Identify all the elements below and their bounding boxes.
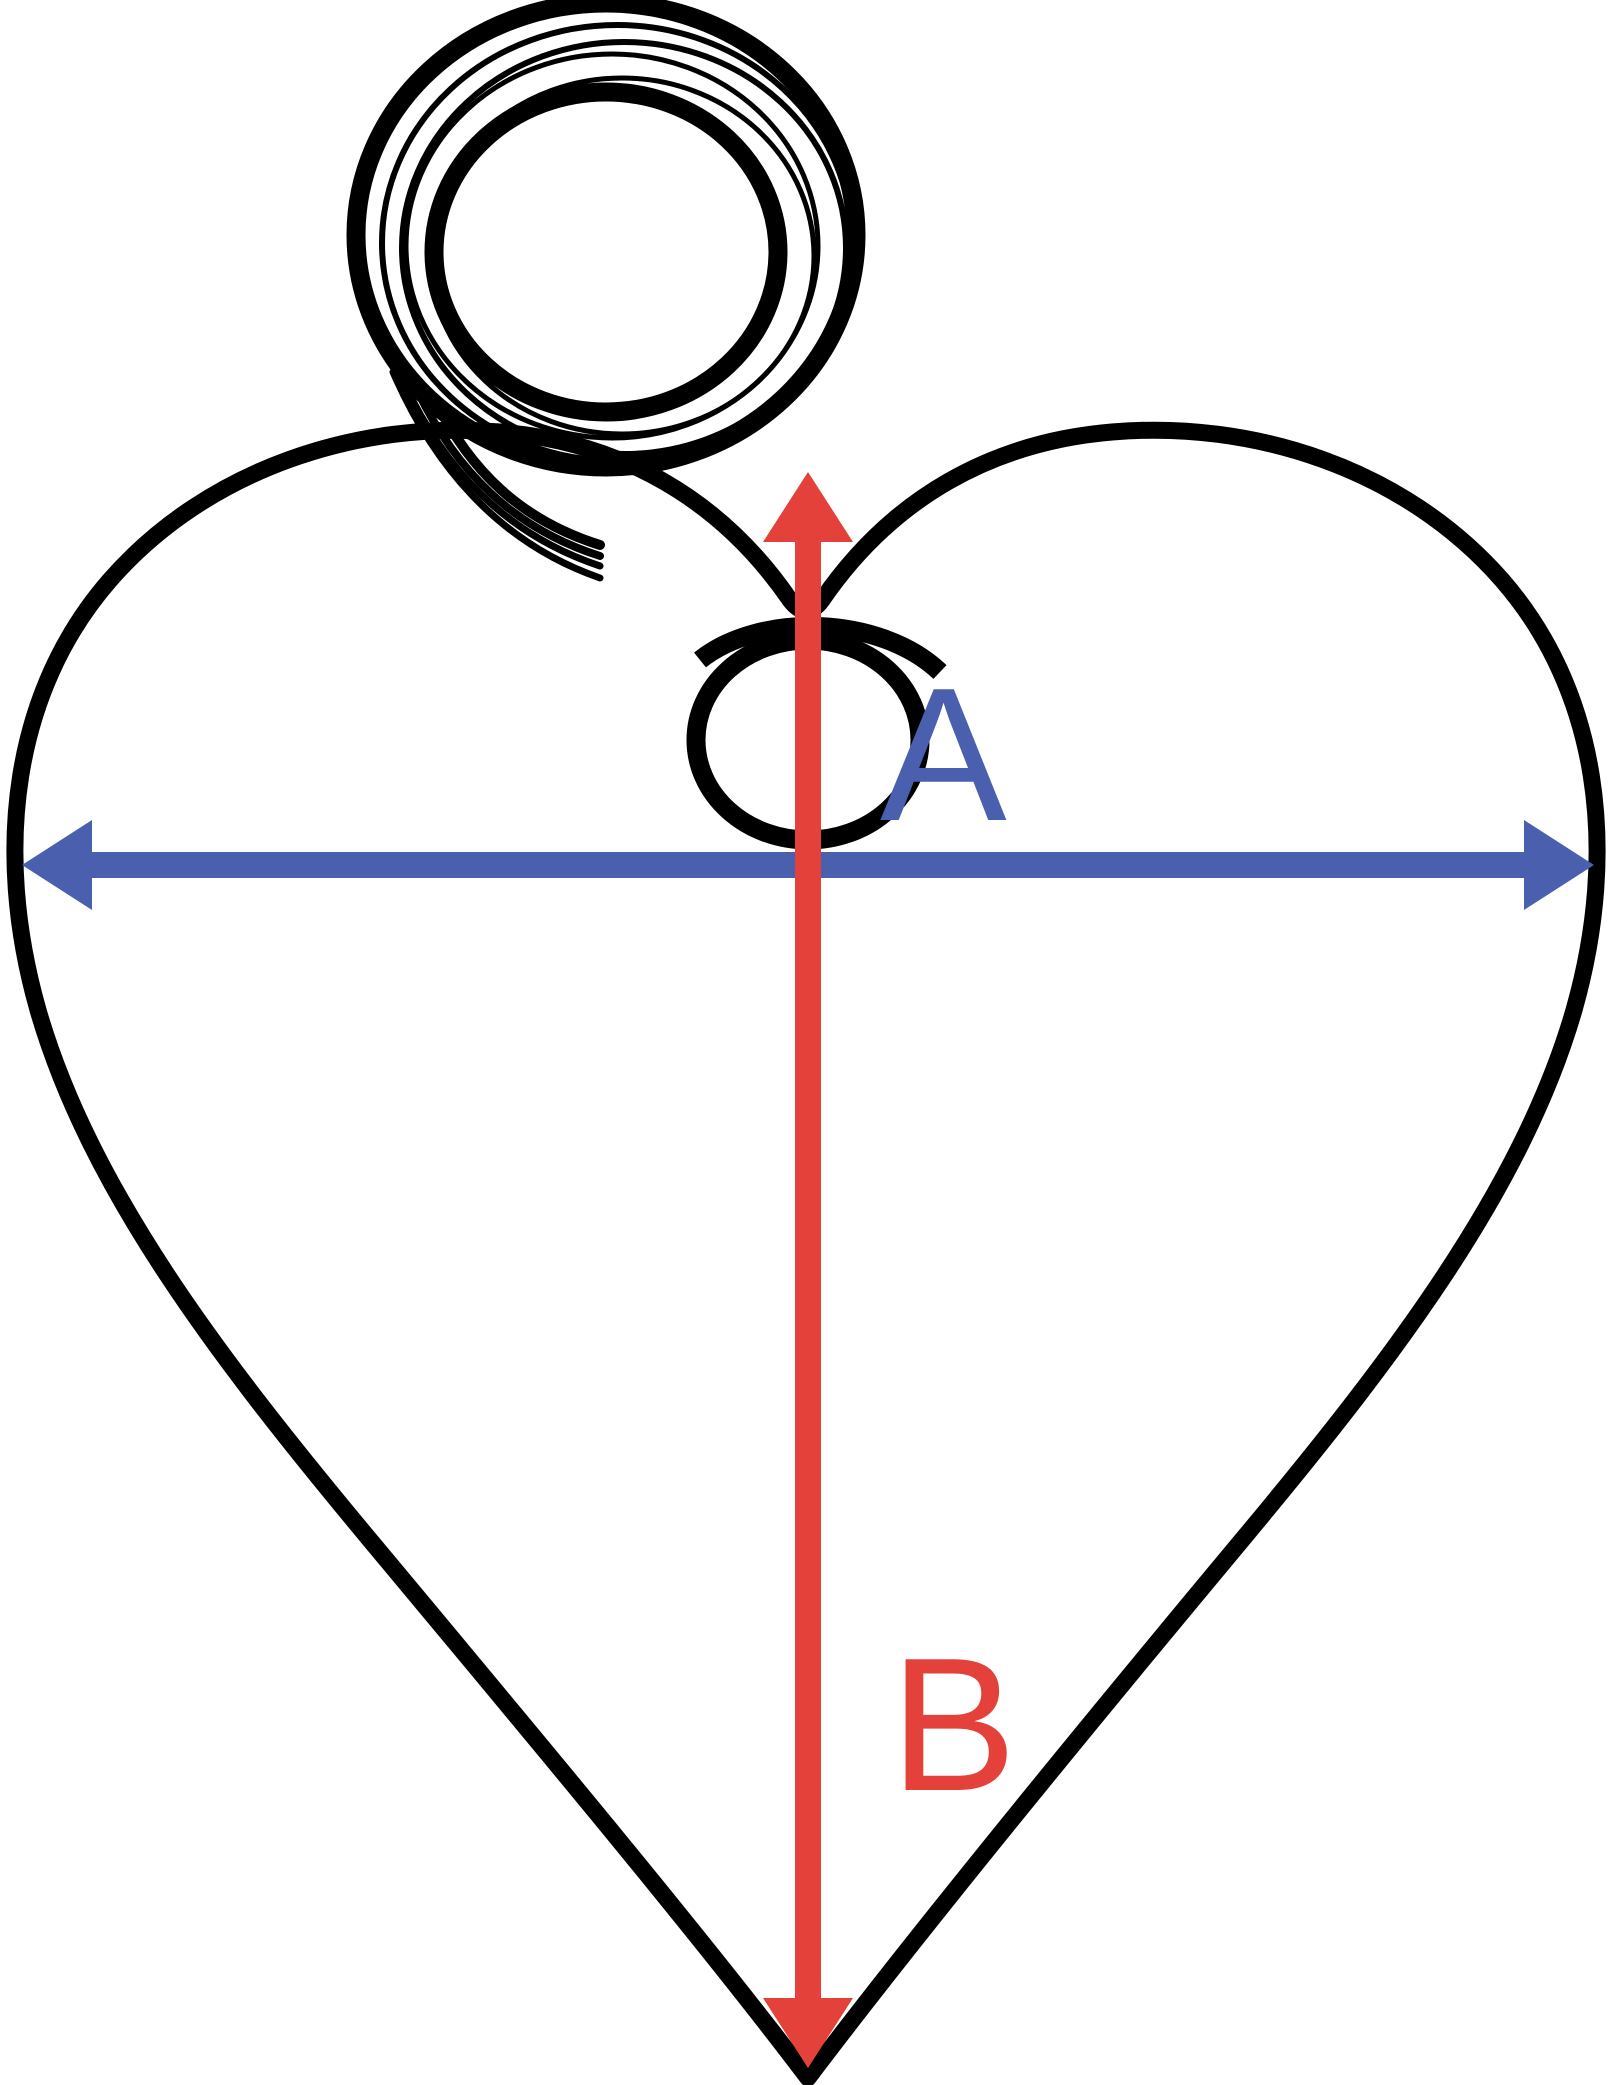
dimension-a-arrowhead-right	[1524, 820, 1594, 910]
split-ring-tail-4	[389, 368, 604, 582]
split-ring-outer-edge	[346, 0, 866, 477]
split-ring-coil-2	[399, 39, 849, 457]
dimension-b-arrow	[763, 472, 853, 2068]
split-ring-inner-edge	[424, 82, 788, 422]
split-ring-tail-2	[414, 388, 604, 560]
dimension-label-a: A	[880, 649, 1007, 861]
split-ring-tail-1	[430, 395, 605, 550]
dimension-a-arrowhead-left	[22, 820, 92, 910]
split-ring	[346, 0, 866, 582]
split-ring-coil-4	[427, 75, 817, 437]
dimension-b-arrowhead-bottom	[763, 1998, 853, 2068]
dimension-b-arrowhead-top	[763, 472, 853, 542]
split-ring-coil-1	[379, 22, 855, 464]
dimension-label-b: B	[890, 1619, 1017, 1831]
split-ring-tail-3	[400, 379, 604, 570]
split-ring-coil-3	[403, 51, 821, 441]
